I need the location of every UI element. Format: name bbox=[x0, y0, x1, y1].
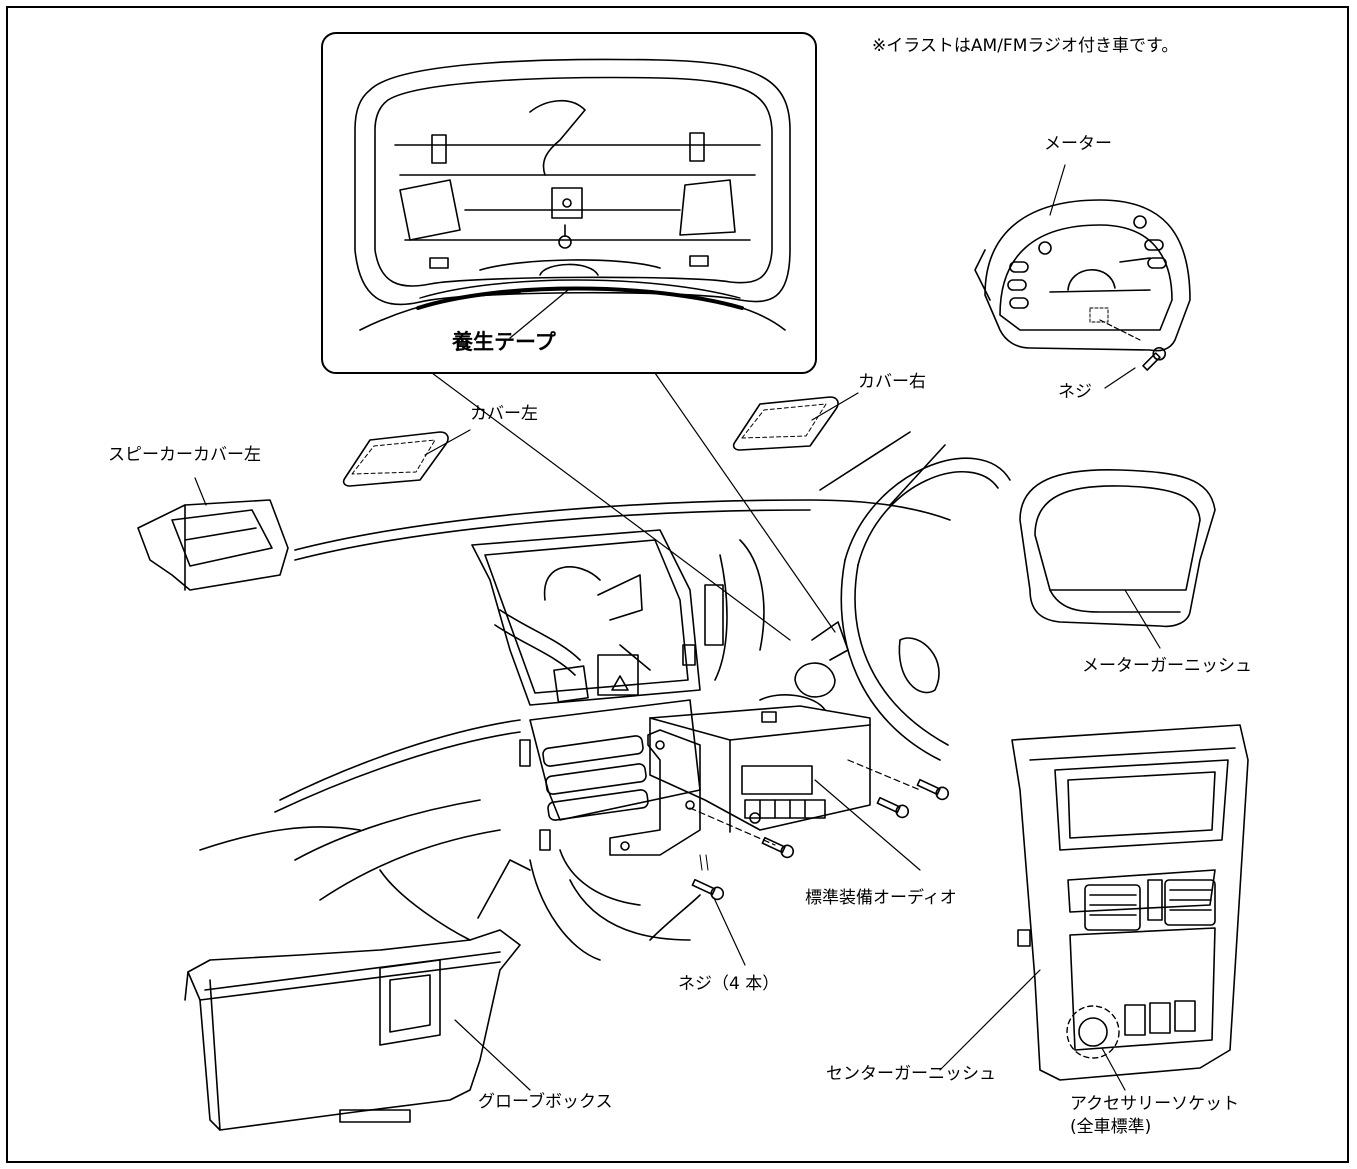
cover-left-part bbox=[342, 429, 471, 487]
inset-detail-view bbox=[321, 32, 817, 374]
diagram-frame bbox=[6, 6, 1349, 1163]
dashboard-body bbox=[199, 499, 951, 961]
center-garnish-part bbox=[939, 724, 1249, 1091]
speaker-cover-left-part bbox=[137, 477, 289, 591]
steering-wheel bbox=[714, 431, 1011, 761]
label-meter-garnish: メーターガーニッシュ bbox=[1082, 656, 1252, 676]
label-glove-box: グローブボックス bbox=[478, 1092, 613, 1112]
cover-right-part bbox=[732, 392, 859, 451]
label-speaker-cover-left: スピーカーカバー左 bbox=[108, 445, 261, 465]
label-center-garnish: センターガーニッシュ bbox=[826, 1064, 996, 1084]
standard-audio-unit bbox=[609, 705, 921, 871]
illustration-note: ※イラストはAM/FMラジオ付き車です。 bbox=[872, 36, 1179, 56]
label-protective-tape: 養生テープ bbox=[452, 330, 556, 354]
label-accessory-socket: アクセサリーソケット bbox=[1070, 1094, 1240, 1114]
screws-four bbox=[689, 778, 950, 966]
meter-garnish-part bbox=[1019, 468, 1216, 649]
label-meter: メーター bbox=[1044, 134, 1112, 154]
label-screw-meter: ネジ bbox=[1058, 382, 1092, 402]
label-cover-left: カバー左 bbox=[470, 404, 538, 424]
label-accessory-socket-note: (全車標準) bbox=[1070, 1117, 1152, 1137]
label-screw-four: ネジ（4 本） bbox=[678, 974, 780, 994]
glove-box-part bbox=[184, 929, 531, 1131]
meter-part bbox=[974, 164, 1191, 389]
label-standard-audio: 標準装備オーディオ bbox=[805, 888, 957, 908]
label-cover-right: カバー右 bbox=[858, 372, 926, 392]
